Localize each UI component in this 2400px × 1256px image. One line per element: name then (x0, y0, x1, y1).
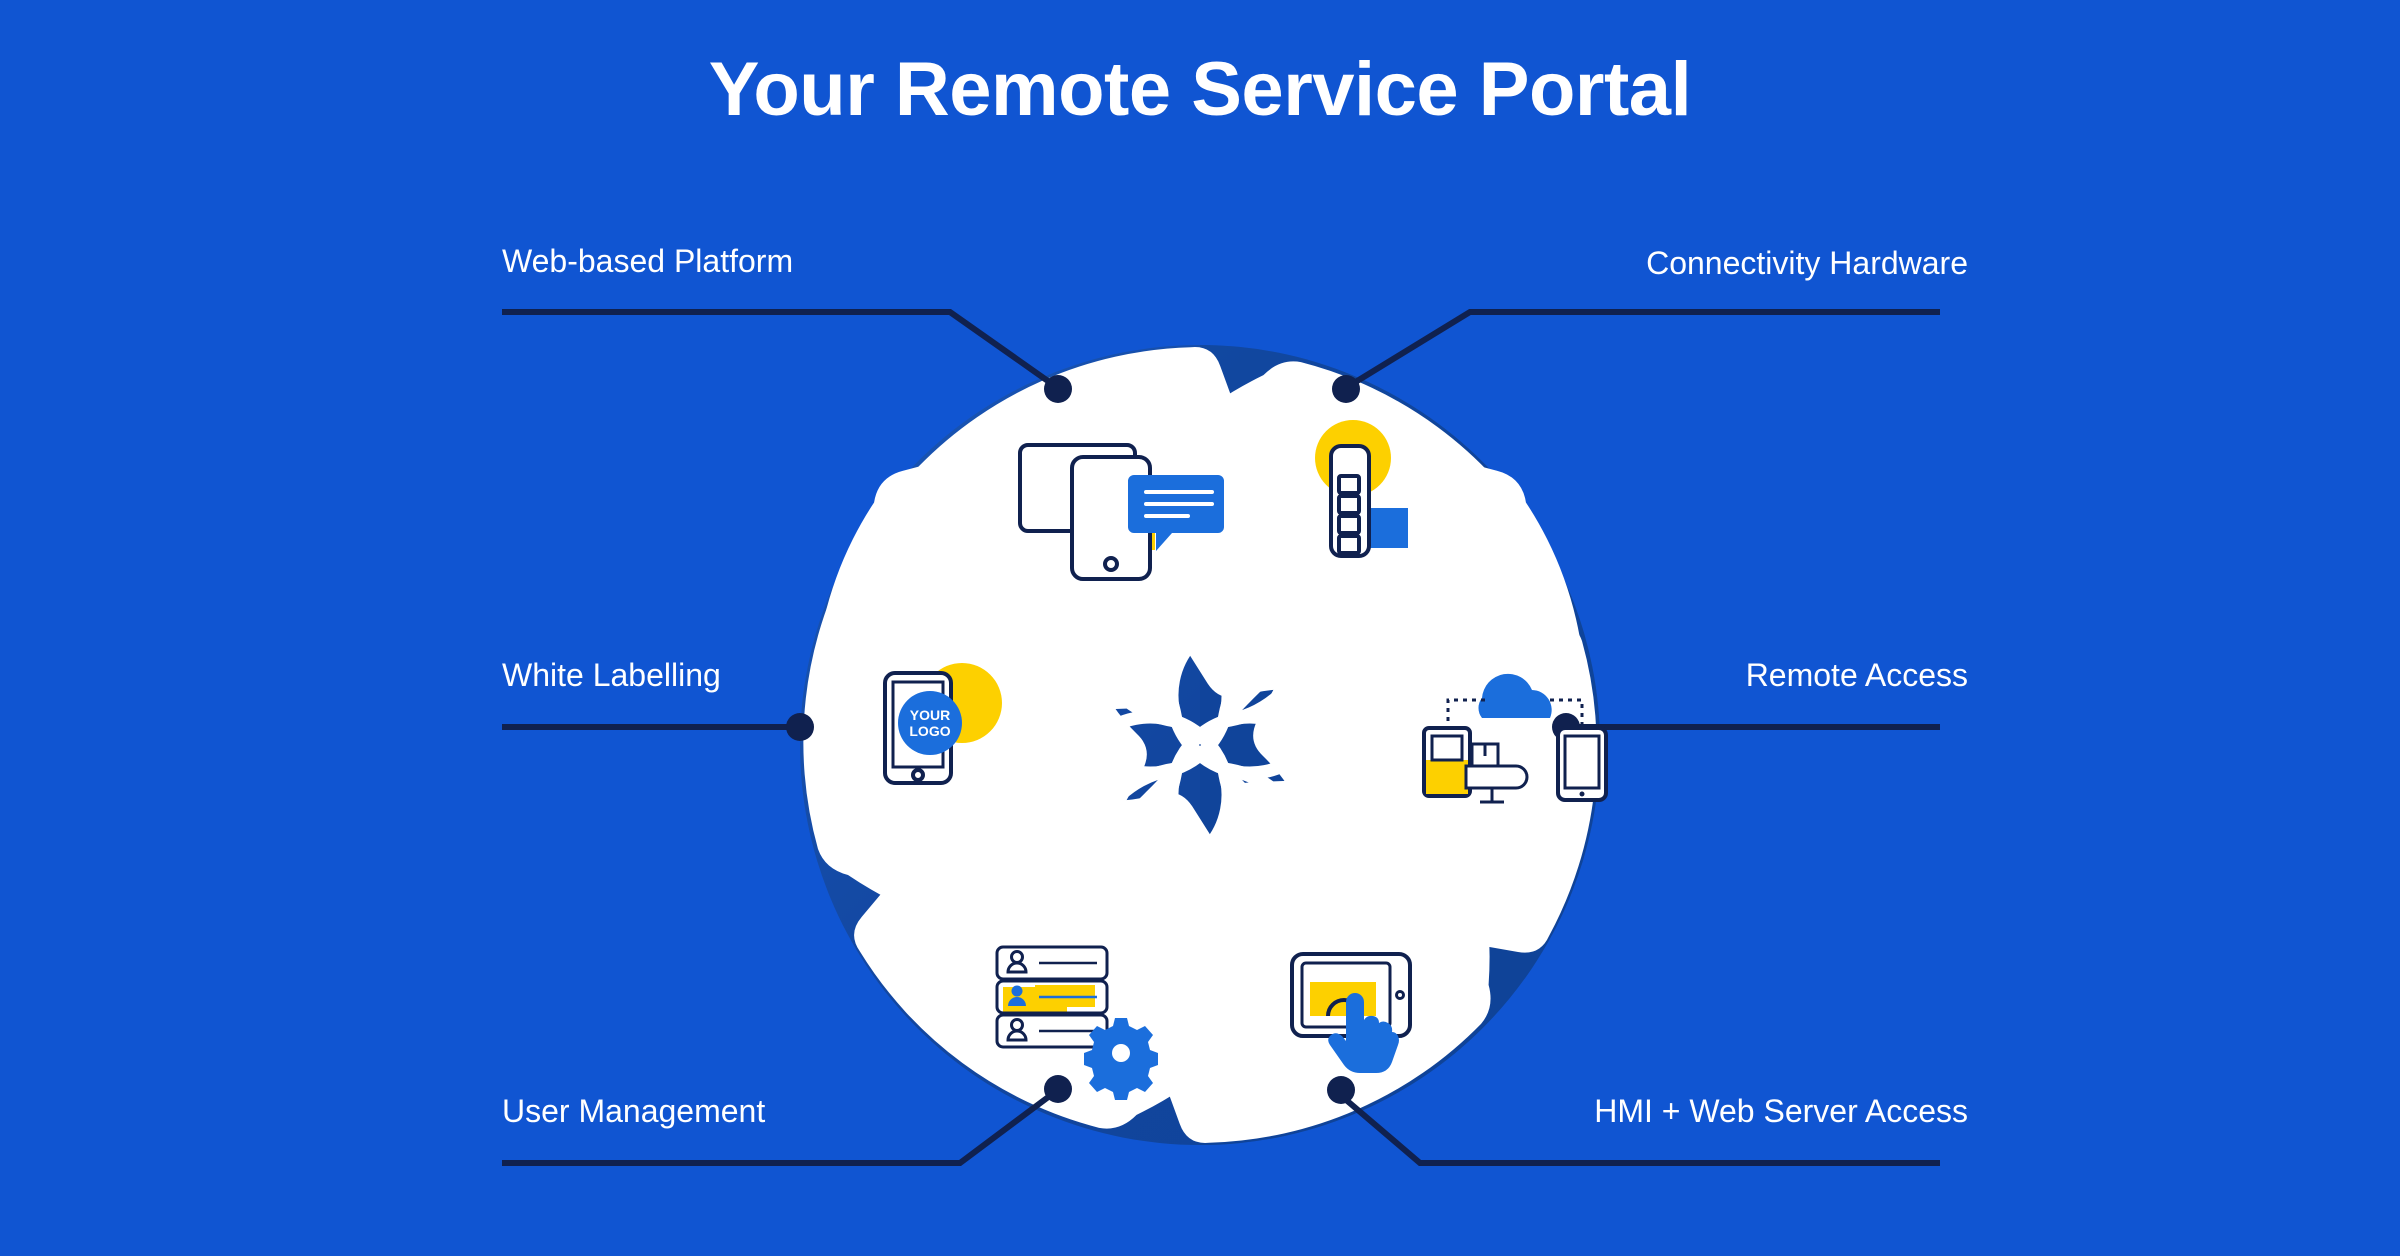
label-white-labelling[interactable]: White Labelling (502, 657, 721, 693)
connector-connectivity-hardware (1347, 309, 1940, 389)
dot-connectivity-hardware (1332, 375, 1360, 403)
touchscreen-hand-icon (1290, 952, 1412, 1073)
connector-lines (502, 309, 1940, 1166)
user-avatar-3 (1006, 1018, 1028, 1042)
label-hmi-web-server-access[interactable]: HMI + Web Server Access (1594, 1093, 1968, 1129)
connector-web-based-platform (502, 309, 1057, 389)
connector-hmi-web-server-access (1336, 1090, 1940, 1166)
label-connectivity-hardware[interactable]: Connectivity Hardware (1646, 245, 1968, 281)
your-logo-line1: YOUR (910, 707, 950, 723)
user-list-gear-icon (995, 945, 1158, 1100)
dot-user-management (1044, 1075, 1072, 1103)
center-logo (1065, 610, 1335, 880)
phone-your-logo-icon: YOUR LOGO (883, 663, 1002, 785)
dot-white-labelling (786, 713, 814, 741)
connector-user-management (502, 1089, 1057, 1166)
user-avatar-2 (1008, 985, 1026, 1006)
dot-web-based-platform (1044, 375, 1072, 403)
label-user-management[interactable]: User Management (502, 1093, 766, 1129)
gear-icon (1084, 1018, 1158, 1100)
dot-hmi (1327, 1076, 1355, 1104)
page-title: Your Remote Service Portal (708, 47, 1692, 132)
label-web-based-platform[interactable]: Web-based Platform (502, 243, 794, 279)
label-remote-access[interactable]: Remote Access (1745, 657, 1968, 693)
machine-cloud-tablet-icon (1422, 673, 1608, 804)
tablet-phone-chat-icon (1018, 443, 1224, 581)
router-module-icon (1315, 420, 1408, 558)
your-logo-line2: LOGO (909, 723, 950, 739)
user-avatar-1 (1006, 950, 1028, 974)
